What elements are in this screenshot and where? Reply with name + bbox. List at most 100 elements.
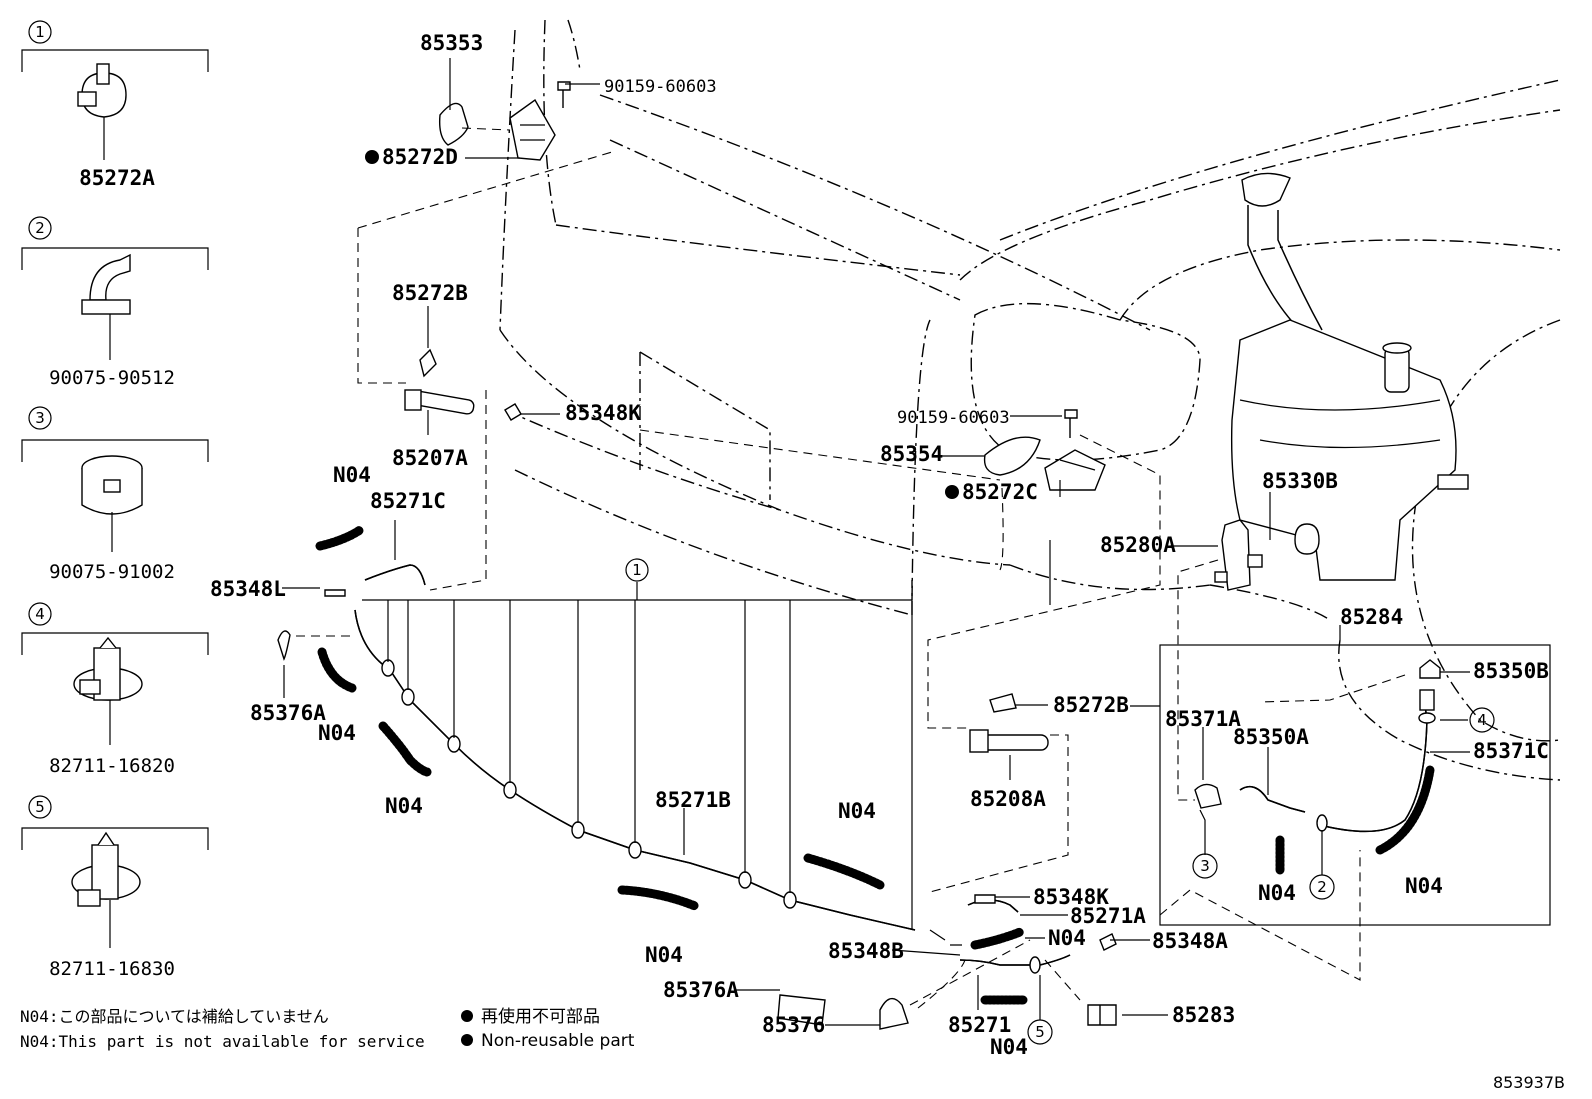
svg-text:2: 2 <box>1317 878 1327 896</box>
label-85271A: 85271A <box>1070 904 1146 928</box>
inset-box <box>1159 644 1551 926</box>
label-85354: 85354 <box>880 442 943 466</box>
cleaner-cover-85353[interactable] <box>438 102 469 146</box>
part-labels: 85353 90159-60603 85272D 85272B 85207A 8… <box>210 31 1549 1059</box>
label-85348K-top: 85348K <box>565 401 641 425</box>
clip-2-icon <box>81 253 131 360</box>
svg-text:3: 3 <box>1200 857 1210 875</box>
label-90159-top: 90159-60603 <box>604 77 717 97</box>
label-85350A: 85350A <box>1233 725 1309 749</box>
ref-circle-5: 5 <box>1027 1019 1053 1045</box>
label-n04-2: N04 <box>318 721 356 745</box>
ref-circle-3: 3 <box>1192 853 1218 879</box>
label-85271B: 85271B <box>655 788 731 812</box>
svg-text:4: 4 <box>35 605 45 623</box>
ref-circle-2: 2 <box>1309 874 1335 900</box>
label-n04-9: N04 <box>1405 874 1443 898</box>
dashed-relations <box>296 127 1406 1009</box>
label-85271: 85271 <box>948 1013 1011 1037</box>
label-85284: 85284 <box>1340 605 1403 629</box>
label-n04-6: N04 <box>1048 926 1086 950</box>
label-85376A-bottom: 85376A <box>663 978 739 1002</box>
label-85208A: 85208A <box>970 787 1046 811</box>
diagram-code: 853937B <box>1493 1073 1565 1092</box>
label-85348A: 85348A <box>1152 929 1228 953</box>
clip-3-icon <box>81 455 143 552</box>
svg-text:82711-16820: 82711-16820 <box>49 755 175 777</box>
svg-text:90075-90512: 90075-90512 <box>49 367 175 389</box>
svg-text:4: 4 <box>1477 711 1487 729</box>
circle-references: 1 4 3 2 5 <box>625 558 1495 1045</box>
label-n04-7: N04 <box>990 1035 1028 1059</box>
grommet-85330B <box>1294 523 1320 555</box>
symbol-legend-jp: 再使用不可部品 <box>481 1006 600 1027</box>
nozzle-85208A[interactable] <box>969 693 1049 753</box>
label-n04-1: N04 <box>333 463 371 487</box>
label-n04-5: N04 <box>645 943 683 967</box>
washer-pump[interactable] <box>1214 519 1263 591</box>
plug-85348K-top <box>504 403 522 421</box>
svg-text:5: 5 <box>35 798 45 816</box>
label-85348B: 85348B <box>828 939 904 963</box>
label-85207A: 85207A <box>392 446 468 470</box>
label-85348K-bottom: 85348K <box>1033 885 1109 909</box>
svg-text:1: 1 <box>632 561 642 579</box>
svg-text:5: 5 <box>1035 1023 1045 1041</box>
legend-item-2[interactable]: 2 90075-90512 <box>21 216 209 389</box>
non-reusable-dot-85272C <box>945 485 959 499</box>
clip-85272B-left <box>419 348 437 378</box>
clip-1-icon <box>77 63 127 160</box>
cover-85354[interactable] <box>983 436 1041 476</box>
bracket-85272C[interactable] <box>1044 449 1106 491</box>
legend-item-5[interactable]: 5 82711-16830 <box>21 795 209 980</box>
label-n04-3: N04 <box>385 794 423 818</box>
symbol-legend-en: Non-reusable part <box>481 1031 635 1051</box>
label-n04-4: N04 <box>838 799 876 823</box>
label-85272C: 85272C <box>962 480 1038 504</box>
screw-90159-mid <box>1064 409 1078 438</box>
non-reusable-dot-legend <box>461 1010 473 1022</box>
hose-85271B[interactable] <box>354 609 916 931</box>
label-85371A: 85371A <box>1165 707 1241 731</box>
legend-item-1[interactable]: 1 85272A <box>21 20 209 190</box>
label-85280A: 85280A <box>1100 533 1176 557</box>
svg-text:82711-16830: 82711-16830 <box>49 958 175 980</box>
svg-text:90075-91002: 90075-91002 <box>49 561 175 583</box>
label-85371C: 85371C <box>1473 739 1549 763</box>
clip-4-icon <box>73 636 143 745</box>
label-90159-mid: 90159-60603 <box>897 408 1010 428</box>
label-n04-8: N04 <box>1258 881 1296 905</box>
ref-1-leaders <box>362 582 913 930</box>
screw-90159-top[interactable] <box>557 81 571 108</box>
svg-text:2: 2 <box>35 219 45 237</box>
label-85283: 85283 <box>1172 1003 1235 1027</box>
label-85272B-left: 85272B <box>392 281 468 305</box>
leader-lines <box>282 58 1470 1026</box>
bracket-85272D[interactable] <box>509 98 556 161</box>
ref-circle-1: 1 <box>625 558 649 582</box>
washer-tank[interactable] <box>1230 172 1469 581</box>
legend-item-3[interactable]: 3 90075-91002 <box>21 406 209 583</box>
svg-text:85272A: 85272A <box>79 166 155 190</box>
hose-clip-markers <box>381 659 797 909</box>
label-85330B: 85330B <box>1262 469 1338 493</box>
svg-text:1: 1 <box>35 23 45 41</box>
non-reusable-dot-85272D <box>365 150 379 164</box>
ref-circle-4: 4 <box>1469 707 1495 733</box>
legend-item-4[interactable]: 4 82711-16820 <box>21 602 209 777</box>
nozzle-85207A[interactable] <box>404 348 475 415</box>
label-85353: 85353 <box>420 31 483 55</box>
label-85376: 85376 <box>762 1013 825 1037</box>
footnotes: N04:この部品については補給していません N04:This part is n… <box>20 1007 425 1051</box>
clip-5-icon <box>71 831 141 948</box>
symbol-legend: 再使用不可部品 Non-reusable part <box>461 1006 635 1051</box>
label-85271C: 85271C <box>370 489 446 513</box>
n04-corrugated-hoses <box>315 525 1435 1005</box>
clip-legend: 1 85272A 2 90075-90512 3 <box>21 20 209 980</box>
label-85272D: 85272D <box>382 145 458 169</box>
label-85272B-right: 85272B <box>1053 693 1129 717</box>
svg-text:3: 3 <box>35 409 45 427</box>
label-85348L: 85348L <box>210 577 286 601</box>
